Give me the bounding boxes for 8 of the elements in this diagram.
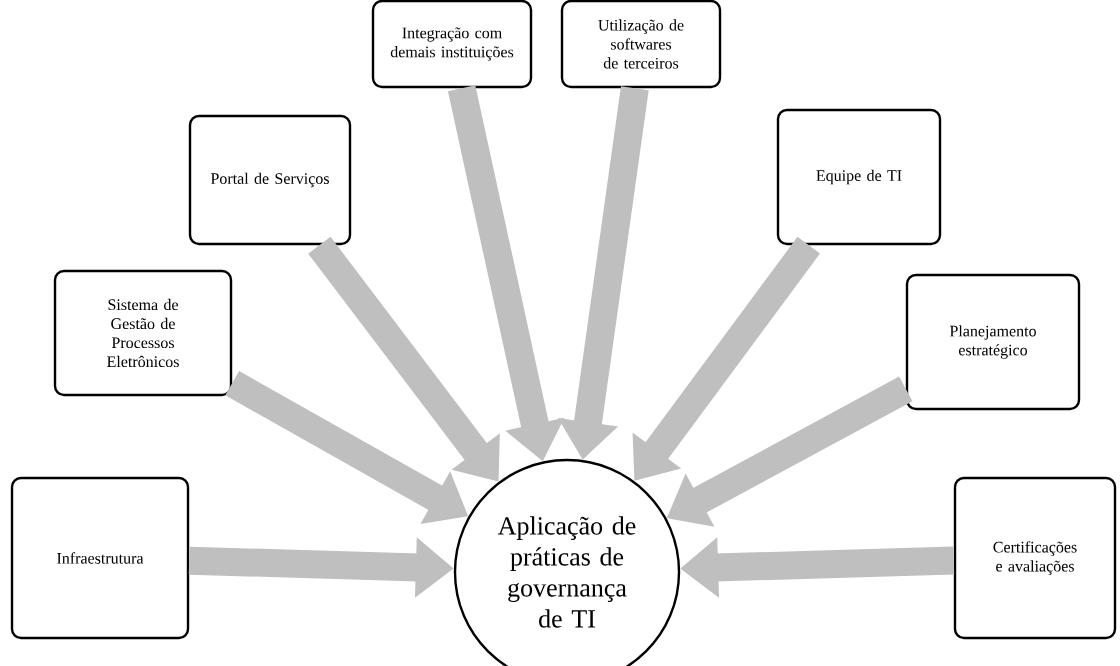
process-box: Sistema de Gestão de Processos Eletrônicos bbox=[53, 269, 233, 397]
process-box: Infraestrutura bbox=[10, 476, 190, 640]
process-box: Integração com demais instituições bbox=[371, 0, 533, 89]
process-box: Portal de Serviços bbox=[188, 114, 352, 246]
process-box: Equipe de TI bbox=[776, 108, 942, 246]
process-box: Planejamento estratégico bbox=[905, 273, 1081, 411]
process-box: Certificações e avaliações bbox=[953, 476, 1117, 640]
process-box: Utilização de softwares de terceiros bbox=[560, 0, 722, 89]
